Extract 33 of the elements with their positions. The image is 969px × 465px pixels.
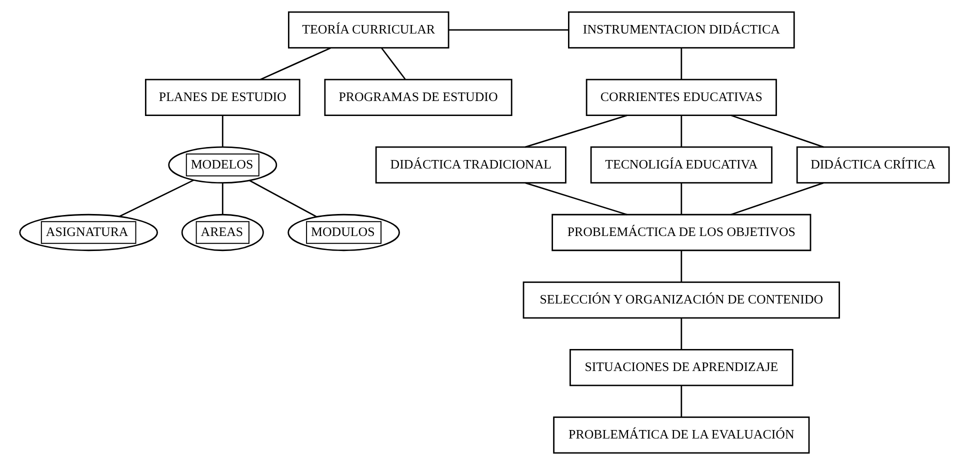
node-ellipse: MODULOS [288, 214, 400, 252]
node-box: SELECCIÓN Y ORGANIZACIÓN DE CONTENIDO [522, 281, 840, 319]
connector [448, 29, 569, 31]
node-box: PROBLEMÁTICA DE LA EVALUACIÓN [553, 416, 810, 454]
node-box: INSTRUMENTACION DIDÁCTICA [568, 11, 795, 48]
node-box: SITUACIONES DE APRENDIZAJE [570, 348, 794, 386]
connector [119, 180, 194, 218]
node-box: DIDÁCTICA TRADICIONAL [375, 146, 566, 184]
connector [730, 182, 824, 216]
node-box: PLANES DE ESTUDIO [144, 78, 300, 116]
connector [680, 183, 682, 214]
connector [680, 48, 682, 80]
node-box: DIDÁCTICA CRÍTICA [796, 146, 950, 184]
connector [249, 180, 317, 218]
connector [381, 48, 406, 80]
connector [524, 114, 628, 148]
connector [222, 116, 224, 147]
connector [730, 114, 824, 148]
node-box: PROGRAMAS DE ESTUDIO [324, 78, 512, 116]
node-ellipse: AREAS [181, 214, 264, 252]
node-ellipse: ASIGNATURA [19, 214, 158, 252]
node-box: TECNOLIGÍA EDUCATIVA [590, 146, 772, 184]
connector [680, 386, 682, 417]
node-box: TEORÍA CURRICULAR [288, 11, 450, 48]
node-box: CORRIENTES EDUCATIVAS [586, 78, 777, 116]
connector [680, 250, 682, 282]
connector [680, 116, 682, 147]
connector [260, 47, 331, 80]
connector [680, 318, 682, 350]
node-ellipse: MODELOS [168, 146, 278, 184]
connector [222, 183, 224, 214]
connector [525, 182, 628, 216]
node-box: PROBLEMÁCTICA DE LOS OBJETIVOS [552, 214, 812, 252]
